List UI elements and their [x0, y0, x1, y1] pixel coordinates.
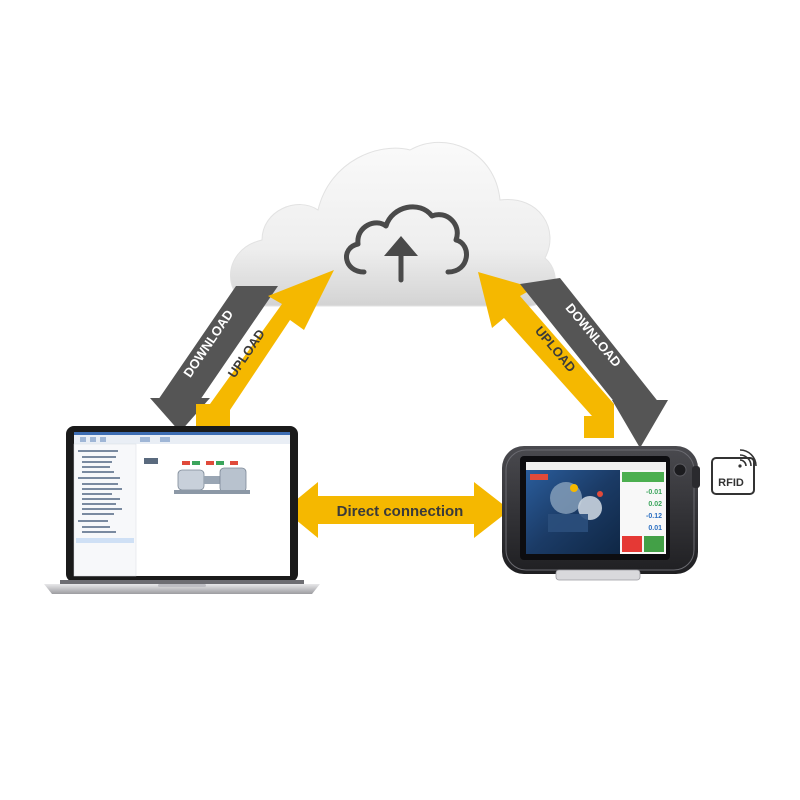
readout-1: -0.01 — [646, 489, 662, 496]
readout-4: 0.01 — [648, 525, 662, 532]
readout-2: 0.02 — [648, 501, 662, 508]
cloud — [230, 141, 556, 307]
direct-connection-arrow — [284, 482, 510, 538]
download-arrow-right — [520, 278, 668, 448]
upload-arrow-right — [478, 272, 614, 438]
alignment-device: -0.01 0.02 -0.12 0.01 — [502, 446, 700, 581]
upload-arrow-left — [196, 270, 334, 432]
machine-drawing — [144, 458, 250, 494]
rfid-icon — [711, 449, 757, 495]
rfid-label: RFID — [718, 477, 744, 489]
upload-arrowhead — [384, 236, 418, 256]
laptop — [44, 426, 320, 594]
direct-connection-label: Direct connection — [337, 503, 464, 520]
device-screen: -0.01 0.02 -0.12 0.01 — [526, 462, 666, 554]
download-arrow-left — [150, 286, 278, 432]
readout-3: -0.12 — [646, 513, 662, 520]
